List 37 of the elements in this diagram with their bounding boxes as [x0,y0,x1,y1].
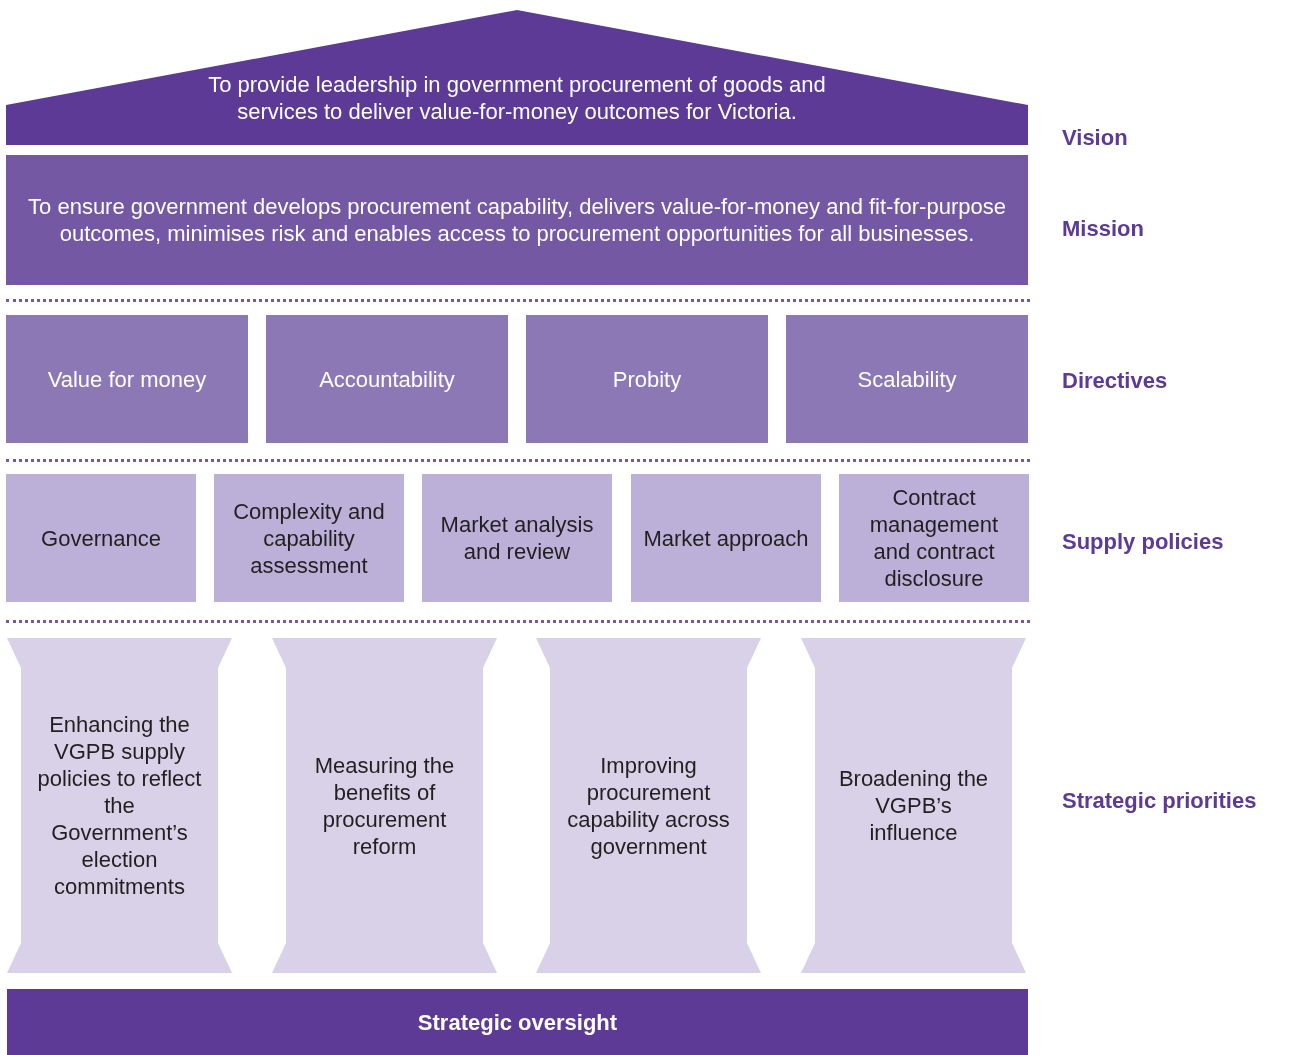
mission-band [6,155,1028,285]
policy-text: Complexity and capability assessment [232,497,386,579]
policy-text: Governance [41,524,161,552]
directive-text: Accountability [319,365,455,393]
directive-box [266,315,508,443]
priority-text: Measuring the benefits of procurement reform [313,751,456,860]
base-text: Strategic oversight [417,1008,618,1036]
policy-box [631,474,821,602]
directive-box [6,315,248,443]
pillar-shape [7,638,232,973]
priority-text: Improving procurement capability across government [566,751,731,860]
policy-box [214,474,404,602]
base-band [7,989,1028,1055]
policy-text: Market approach [643,524,809,552]
pillar-shape [536,638,761,973]
tier-label: Supply policies [1062,529,1224,555]
directive-box [526,315,768,443]
tier-label: Mission [1062,216,1144,242]
directive-text: Value for money [47,365,207,393]
pillar-shape [801,638,1026,973]
policy-box [422,474,612,602]
directive-text: Scalability [857,365,957,393]
pillar-shape [272,638,497,973]
policy-box [6,474,196,602]
tier-label: Vision [1062,125,1128,151]
mission-text: To ensure government develops procurement capability, delivers value-for-money and fit-for-purpose outcomes, minimises risk and enables access to procurement opportunities for all businesses. [27,193,1007,247]
policy-text: Contract management and contract disclosure [868,484,1000,592]
roof-banner [6,10,1028,145]
priority-text: Broadening the VGPB’s influence [837,765,990,846]
tier-label: Directives [1062,368,1168,394]
vision-text: To provide leadership in government procurement of goods and services to deliver value-for-money outcomes for Victoria. [207,70,827,125]
priority-text: Enhancing the VGPB supply policies to reflect the Government’s election commitments [37,711,202,900]
directive-text: Probity [612,365,682,393]
tier-label: Strategic priorities [1062,788,1257,814]
policy-box [839,474,1029,602]
directive-box [786,315,1028,443]
policy-text: Market analysis and review [439,511,595,565]
